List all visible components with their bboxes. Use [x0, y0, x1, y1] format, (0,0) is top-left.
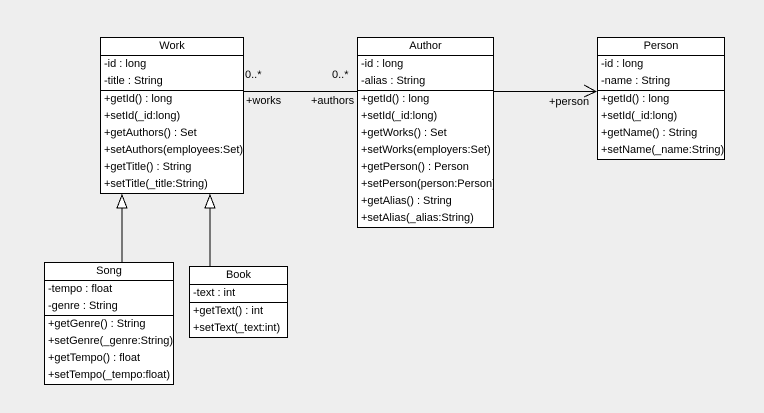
class-author[interactable]: Author -id : long -alias : String +getId() … — [357, 37, 494, 228]
class-work[interactable]: Work -id : long -title : String +getId() : … — [100, 37, 244, 194]
class-methods-song: +getGenre() : String +setGenre(_genre:Str… — [45, 315, 173, 384]
class-methods-person: +getId() : long +setId(_id:long) +getName(… — [598, 90, 724, 159]
class-method: +getName() : String — [601, 127, 698, 139]
class-methods-book: +getText() : int +setText(_text:int) — [190, 302, 287, 337]
class-method: +setTitle(_title:String) — [104, 178, 208, 190]
class-method: +getId() : long — [361, 93, 430, 105]
generalization-book-work-triangle-icon[interactable] — [204, 193, 216, 209]
class-attribute: -title : String — [104, 75, 163, 87]
class-method: +setWorks(employers:Set) — [361, 144, 491, 156]
class-method: +setPerson(person:Person) — [361, 178, 493, 190]
class-title-person: Person — [643, 40, 679, 52]
class-title-work: Work — [159, 40, 185, 52]
class-attribute: -tempo : float — [48, 283, 113, 295]
class-attribute: -id : long — [361, 58, 404, 70]
class-method: +setName(_name:String) — [601, 144, 724, 156]
class-method: +getPerson() : Person — [361, 161, 469, 173]
class-method: +setTempo(_tempo:float) — [48, 369, 170, 381]
class-methods-author: +getId() : long +setId(_id:long) +getWorks… — [358, 90, 493, 227]
class-attribute: -alias : String — [361, 75, 426, 87]
class-attribute: -genre : String — [48, 300, 118, 312]
class-attribute: -id : long — [104, 58, 147, 70]
class-method: +getWorks() : Set — [361, 127, 447, 139]
class-method: +getAlias() : String — [361, 195, 452, 207]
class-book[interactable]: Book -text : int +getText() : int +setText(… — [189, 266, 288, 338]
role-works: +works — [246, 95, 282, 107]
class-method: +setId(_id:long) — [104, 110, 181, 122]
class-attributes-work: -id : long -title : String — [101, 55, 243, 90]
class-title-book: Book — [225, 269, 252, 281]
class-method: +getAuthors() : Set — [104, 127, 197, 139]
class-method: +getText() : int — [193, 305, 264, 317]
class-title-song: Song — [96, 265, 122, 277]
class-title-author: Author — [409, 40, 442, 52]
multiplicity-author-end: 0..* — [332, 69, 349, 81]
class-song[interactable]: Song -tempo : float -genre : String +getGen… — [44, 262, 174, 385]
class-method: +setId(_id:long) — [601, 110, 678, 122]
multiplicity-work-end: 0..* — [245, 69, 262, 81]
class-attributes-song: -tempo : float -genre : String — [45, 280, 173, 315]
generalization-song-work-triangle-icon[interactable] — [116, 193, 128, 209]
class-attributes-author: -id : long -alias : String — [358, 55, 493, 90]
class-method: +getId() : long — [601, 93, 670, 105]
class-method: +setText(_text:int) — [193, 322, 281, 334]
class-attribute: -text : int — [193, 287, 236, 299]
role-authors: +authors — [311, 95, 355, 107]
association-author-person-open-arrow-icon[interactable] — [583, 84, 598, 98]
class-attributes-book: -text : int — [190, 284, 287, 302]
class-attributes-person: -id : long -name : String — [598, 55, 724, 90]
class-attribute: -name : String — [601, 75, 671, 87]
class-method: +getTempo() : float — [48, 352, 141, 364]
class-method: +getGenre() : String — [48, 318, 146, 330]
class-method: +setGenre(_genre:String) — [48, 335, 173, 347]
class-person[interactable]: Person -id : long -name : String +getId() :… — [597, 37, 725, 160]
class-method: +setId(_id:long) — [361, 110, 438, 122]
class-method: +getTitle() : String — [104, 161, 192, 173]
class-methods-work: +getId() : long +setId(_id:long) +getAutho… — [101, 90, 243, 193]
class-method: +setAlias(_alias:String) — [361, 212, 474, 224]
class-method: +getId() : long — [104, 93, 173, 105]
class-method: +setAuthors(employees:Set) — [104, 144, 243, 156]
class-attribute: -id : long — [601, 58, 644, 70]
role-person: +person — [549, 96, 590, 108]
